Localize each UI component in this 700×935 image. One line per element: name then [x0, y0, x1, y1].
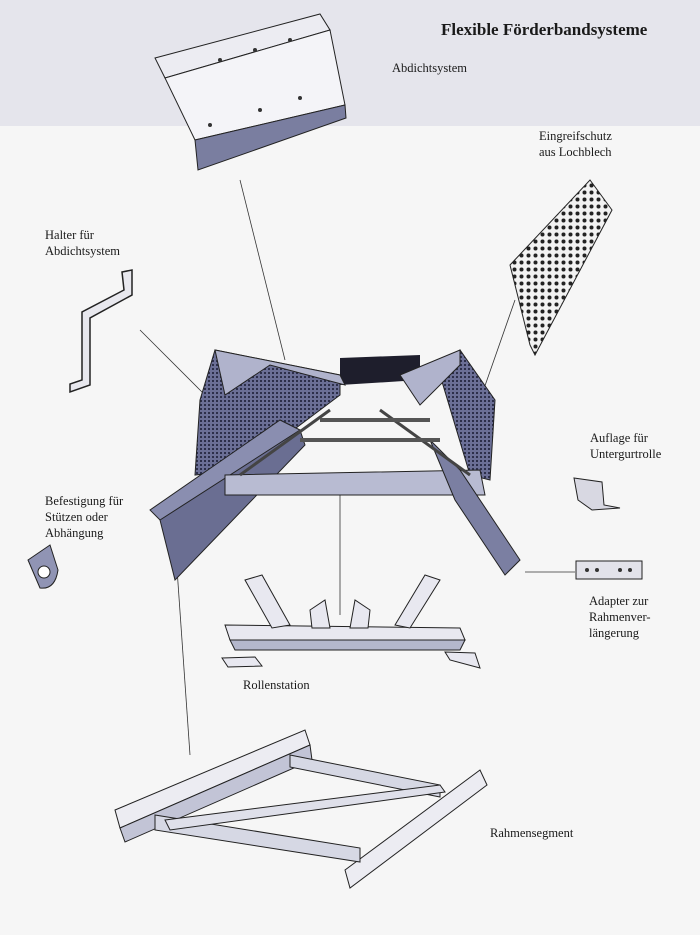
label-adapter-line2: Rahmenver- — [589, 610, 651, 624]
label-befestigung-line1: Befestigung für — [45, 494, 124, 508]
label-halter-line1: Halter für — [45, 228, 94, 242]
eingreifschutz-part — [509, 179, 613, 357]
label-auflage-line1: Auflage für — [590, 431, 648, 445]
conveyor-assembly — [149, 349, 521, 581]
auflage-part — [573, 477, 621, 511]
label-abdichtsystem: Abdichtsystem — [392, 61, 467, 75]
label-auflage-line2: Untergurtrolle — [590, 447, 662, 461]
page-title: Flexible Förderbandsysteme — [441, 20, 648, 39]
adapter-part — [575, 560, 643, 580]
label-halter-line2: Abdichtsystem — [45, 244, 120, 258]
abdichtsystem-part — [154, 13, 347, 171]
label-eingreifschutz-line2: aus Lochblech — [539, 145, 612, 159]
label-befestigung-line3: Abhängung — [45, 526, 104, 540]
header-band — [0, 0, 700, 126]
label-rahmensegment: Rahmensegment — [490, 826, 574, 840]
label-rollenstation: Rollenstation — [243, 678, 310, 692]
rollenstation-part — [221, 574, 481, 669]
label-befestigung-line2: Stützen oder — [45, 510, 108, 524]
halter-part — [69, 269, 133, 394]
befestigung-part — [27, 544, 59, 589]
label-adapter-line3: längerung — [589, 626, 639, 640]
label-adapter-line1: Adapter zur — [589, 594, 649, 608]
rahmensegment-part — [114, 729, 488, 889]
label-eingreifschutz-line1: Eingreifschutz — [539, 129, 612, 143]
